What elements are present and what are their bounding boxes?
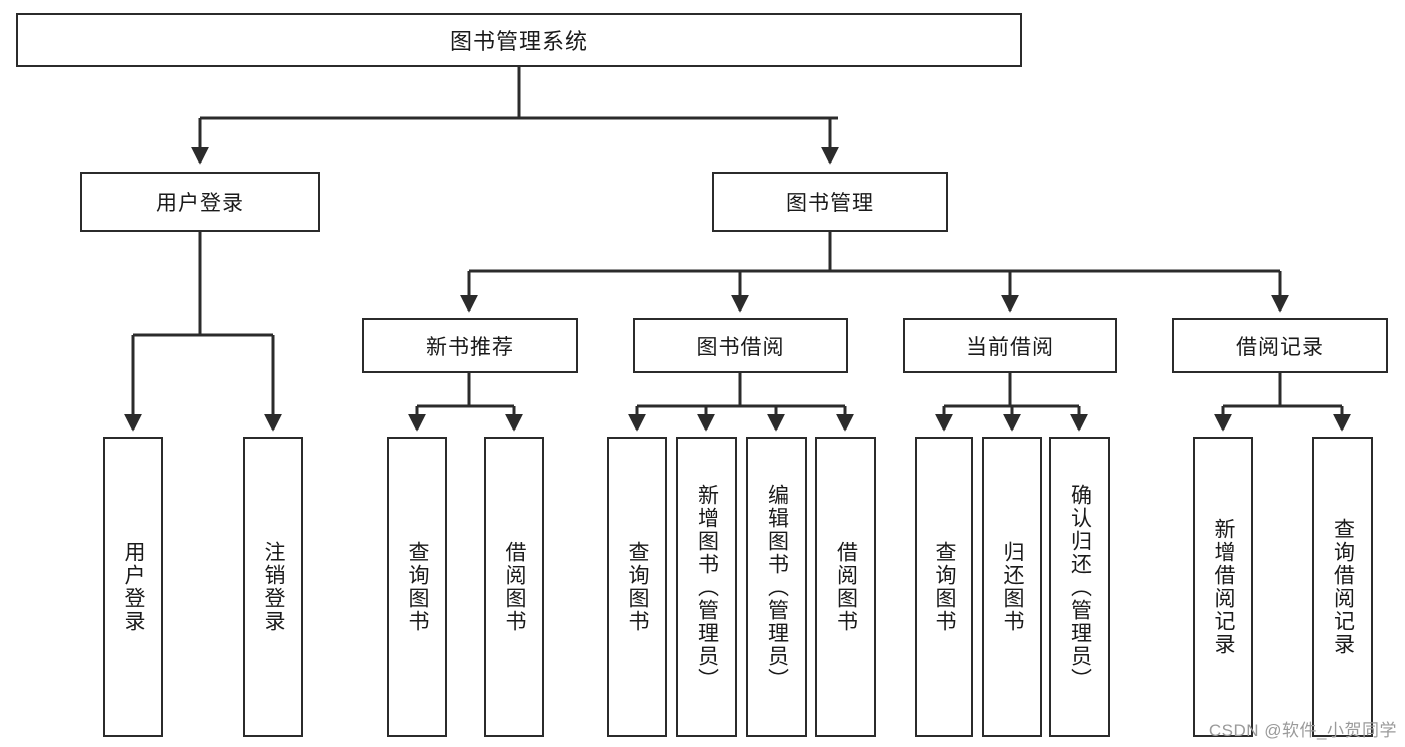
node-label: 图书借阅	[696, 335, 785, 359]
node-leaf-query-book-1[interactable]: 查询图书	[387, 437, 447, 737]
node-book-borrow[interactable]: 图书借阅	[633, 318, 848, 373]
node-label: 用户登录	[122, 541, 146, 633]
node-leaf-add-record[interactable]: 新增借阅记录	[1193, 437, 1253, 737]
node-label: 借阅图书	[834, 541, 858, 633]
node-borrow-record[interactable]: 借阅记录	[1172, 318, 1388, 373]
node-label: 查询图书	[933, 541, 957, 633]
node-label: 查询图书	[626, 541, 650, 633]
node-leaf-borrow-book-2[interactable]: 借阅图书	[815, 437, 876, 737]
node-new-book-recommend[interactable]: 新书推荐	[362, 318, 578, 373]
node-leaf-return-book[interactable]: 归还图书	[982, 437, 1042, 737]
node-label: 借阅图书	[503, 541, 527, 633]
node-leaf-borrow-book-1[interactable]: 借阅图书	[484, 437, 544, 737]
node-leaf-query-record[interactable]: 查询借阅记录	[1312, 437, 1373, 737]
node-label: 借阅记录	[1236, 335, 1324, 359]
node-label: 注销登录	[262, 541, 286, 633]
node-label: 新增图书（管理员）	[695, 483, 719, 691]
node-leaf-user-logout[interactable]: 注销登录	[243, 437, 303, 737]
node-label: 图书管理系统	[449, 29, 588, 54]
node-label: 查询借阅记录	[1331, 518, 1355, 656]
watermark-text: CSDN @软件_小贺同学	[1208, 721, 1397, 740]
node-book-manage[interactable]: 图书管理	[712, 172, 948, 232]
node-leaf-query-book-2[interactable]: 查询图书	[607, 437, 667, 737]
node-root-system[interactable]: 图书管理系统	[16, 13, 1022, 67]
node-leaf-confirm-return[interactable]: 确认归还（管理员）	[1049, 437, 1110, 737]
node-label: 用户登录	[156, 192, 244, 215]
node-label: 当前借阅	[966, 335, 1054, 359]
node-label: 归还图书	[1001, 541, 1025, 633]
node-label: 图书管理	[786, 192, 874, 215]
node-label: 新书推荐	[426, 335, 514, 359]
node-user-login[interactable]: 用户登录	[80, 172, 320, 232]
node-label: 新增借阅记录	[1212, 518, 1236, 656]
node-leaf-edit-book[interactable]: 编辑图书（管理员）	[746, 437, 807, 737]
node-current-borrow[interactable]: 当前借阅	[903, 318, 1117, 373]
node-label: 查询图书	[406, 541, 430, 633]
node-leaf-query-book-3[interactable]: 查询图书	[915, 437, 973, 737]
node-leaf-user-login[interactable]: 用户登录	[103, 437, 163, 737]
node-leaf-add-book[interactable]: 新增图书（管理员）	[676, 437, 737, 737]
node-label: 编辑图书（管理员）	[765, 483, 789, 691]
node-label: 确认归还（管理员）	[1068, 483, 1092, 691]
